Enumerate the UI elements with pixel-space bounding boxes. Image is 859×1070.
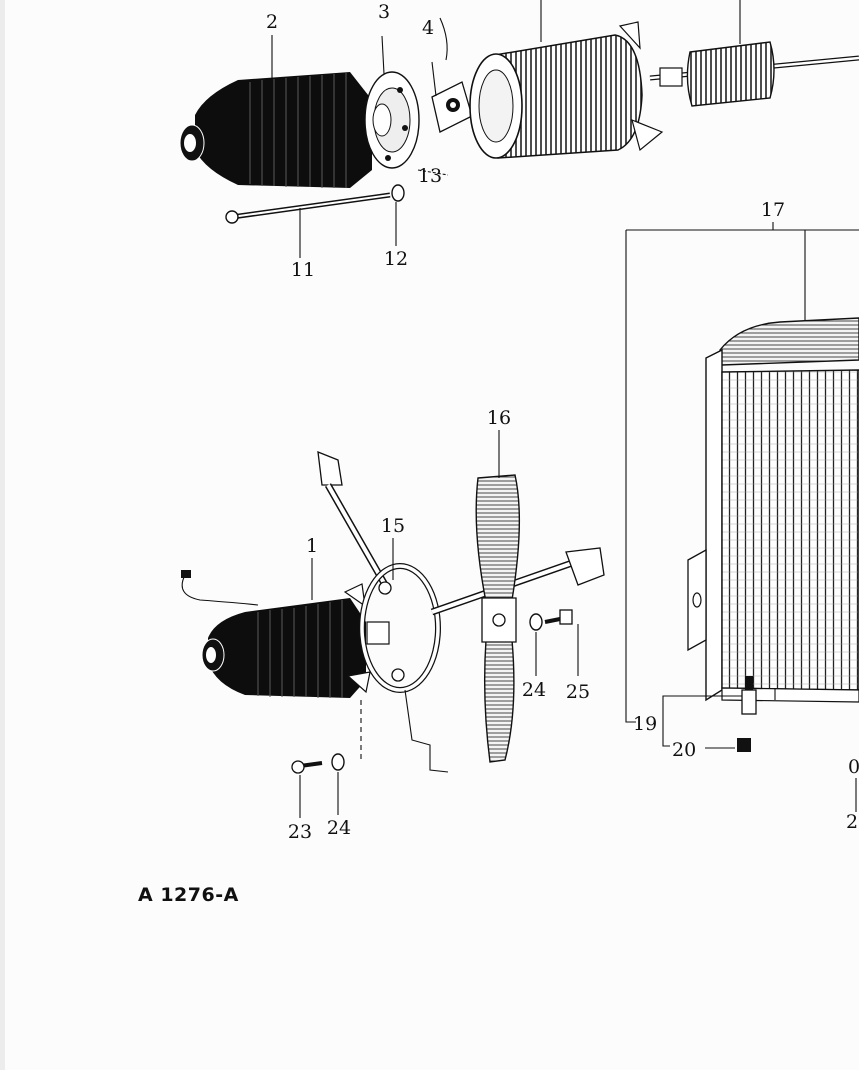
through-bolt-part-11 <box>225 192 391 258</box>
label-part-1: 1 <box>306 535 318 557</box>
label-part-12: 12 <box>384 248 408 270</box>
armature <box>649 0 859 107</box>
washer-part-12 <box>391 184 405 246</box>
mounting-bracket-part-15 <box>317 450 605 773</box>
label-part-16: 16 <box>487 407 511 429</box>
label-cut-right-bottom: 2 <box>846 811 858 833</box>
label-part-15: 15 <box>381 515 405 537</box>
label-part-2: 2 <box>266 11 278 33</box>
label-part-4: 4 <box>422 17 434 39</box>
label-cut-right-top: 0 <box>848 756 859 778</box>
screw-part-23 <box>291 760 323 818</box>
radiator-part-17 <box>625 222 859 723</box>
stator-body <box>469 0 664 159</box>
label-part-17: 17 <box>761 199 785 221</box>
label-part-24-right: 24 <box>522 679 546 701</box>
motor-housing-part-2 <box>179 72 372 188</box>
page-left-edge <box>0 0 5 1070</box>
part-labels: 2 3 4 11 12 13 1 15 16 17 19 20 23 24 24… <box>266 1 859 843</box>
end-plate-part-3 <box>364 71 420 169</box>
fan-motor-part-1 <box>181 558 390 760</box>
plug-part-20 <box>662 722 751 752</box>
label-part-3: 3 <box>378 1 390 23</box>
fan-blade-part-16 <box>475 430 521 763</box>
label-part-11: 11 <box>291 259 315 281</box>
drain-tap-part-19 <box>662 676 757 722</box>
figure-reference-code: A 1276-A <box>138 884 239 906</box>
label-part-25: 25 <box>566 681 590 703</box>
label-part-13: 13 <box>418 165 442 187</box>
brush-plate-part-4 <box>431 17 473 133</box>
label-part-23: 23 <box>288 821 312 843</box>
washer-part-24-left <box>331 753 345 815</box>
washer-part-24-right <box>529 613 543 676</box>
screw-part-25 <box>544 609 579 676</box>
label-part-19: 19 <box>633 713 657 735</box>
label-part-20: 20 <box>672 739 696 761</box>
label-part-24-left: 24 <box>327 817 351 839</box>
